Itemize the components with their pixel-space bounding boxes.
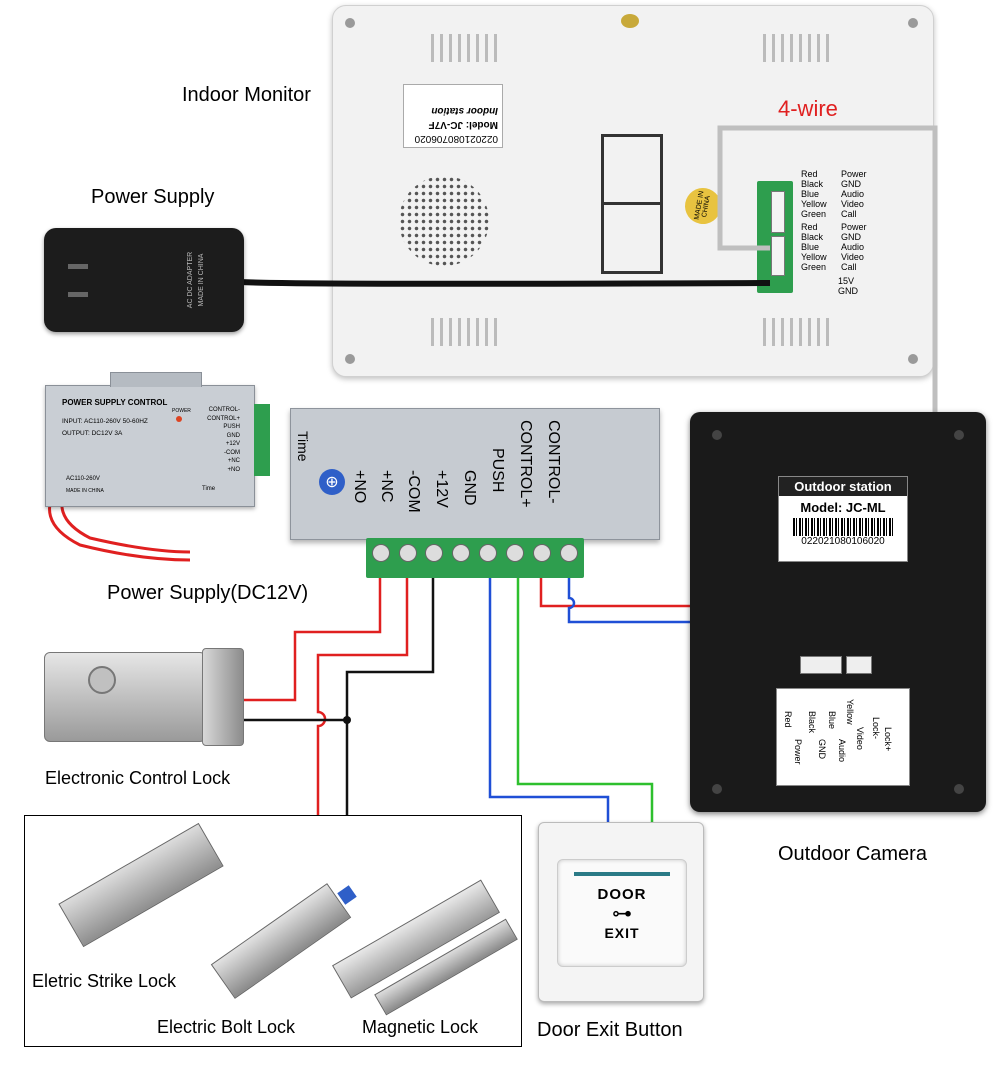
power-controller-module: Time ⊕	[290, 408, 660, 540]
plug-prong	[68, 264, 88, 269]
mount-bracket-divider	[601, 202, 663, 205]
outdoor-pin-legend: Red Power Black GND Blue Audio Yellow Vi…	[776, 688, 910, 786]
controller-terminal-labels: +NO +NC -COM +12V GND PUSH CONTROL+ CONT…	[351, 420, 562, 513]
controller-time: Time	[295, 431, 311, 462]
port-connector	[771, 191, 785, 233]
monitor-label: 022021080706020 Model: JC-V7F Indoor sta…	[403, 84, 503, 148]
exit-button-face[interactable]: DOOR ⊶ EXIT	[557, 859, 687, 967]
mount-hole	[712, 430, 722, 440]
vent-grille	[763, 34, 829, 62]
mount-hole	[954, 784, 964, 794]
exit-button-door-label: DOOR	[597, 886, 647, 903]
exit-button-strip	[574, 872, 670, 876]
monitor-model: Model: JC-V7F	[428, 119, 498, 130]
vent-grille	[763, 318, 829, 346]
psu-terminal-labels: CONTROL- CONTROL+ PUSH GND +12V -COM +NC…	[207, 407, 240, 473]
vent-grille	[431, 34, 497, 62]
four-wire-label: 4-wire	[778, 96, 838, 121]
wire-nc	[316, 578, 409, 815]
exit-button-exit-label: EXIT	[604, 925, 640, 941]
mount-hole	[621, 14, 639, 28]
controller-terminal-block	[366, 538, 584, 578]
mount-hole	[712, 784, 722, 794]
indoor-monitor-caption: Indoor Monitor	[182, 84, 311, 106]
lock-latch	[202, 648, 244, 746]
psu-terminal-block	[254, 404, 270, 476]
barcode	[793, 518, 893, 536]
psu-ac-range: AC110-260V	[66, 476, 100, 482]
monitor-station: Indoor station	[431, 105, 498, 116]
terminal-screw	[452, 544, 470, 562]
camera-connector	[846, 656, 872, 674]
door-exit-button-caption: Door Exit Button	[537, 1019, 683, 1041]
outdoor-camera: Outdoor station Model: JC-ML 02202108010…	[690, 412, 986, 812]
magnetic-lock-caption: Magnetic Lock	[362, 1017, 479, 1037]
psu-made-in: MADE IN CHINA	[66, 488, 104, 494]
terminal-screw	[560, 544, 578, 562]
door-exit-button: DOOR ⊶ EXIT	[538, 822, 704, 1002]
camera-connector	[800, 656, 842, 674]
power-supply-caption: Power Supply	[91, 186, 215, 208]
psu-title: POWER SUPPLY CONTROL	[62, 398, 168, 407]
psu-output: OUTPUT: DC12V 3A	[62, 430, 123, 437]
adjust-knob-icon: ⊕	[319, 469, 345, 495]
vent-grille	[431, 318, 497, 346]
wire-com	[345, 578, 435, 815]
key-icon: ⊶	[612, 903, 632, 925]
plug-prong	[68, 292, 88, 297]
mount-hole	[954, 430, 964, 440]
psu-time: Time	[202, 486, 216, 492]
power-port-legend: 15V GND	[838, 276, 858, 296]
screw-icon	[908, 18, 918, 28]
electric-strike-lock-caption: Eletric Strike Lock	[32, 971, 177, 991]
adapter-label: AC DC ADAPTER MADE IN CHINA	[187, 251, 205, 309]
monitor-serial: 022021080706020	[414, 133, 498, 144]
outdoor-serial: 022021080106020	[801, 536, 885, 547]
screw-icon	[345, 354, 355, 364]
lock-options-box	[24, 815, 522, 1047]
speaker-grille	[399, 176, 489, 266]
terminal-screw	[506, 544, 524, 562]
power-supply-dc12v-caption: Power Supply(DC12V)	[107, 582, 309, 604]
lock-body	[44, 652, 206, 742]
indoor-monitor: 022021080706020 Model: JC-V7F Indoor sta…	[332, 5, 934, 377]
psu-power-label: POWER	[172, 408, 191, 414]
outdoor-model: Model: JC-ML	[800, 500, 886, 515]
terminal-screw	[479, 544, 497, 562]
outdoor-label: Outdoor station Model: JC-ML 02202108010…	[778, 476, 908, 562]
made-in-china-sticker: MADE IN CHINA	[682, 185, 724, 227]
terminal-screw	[533, 544, 551, 562]
mount-tab	[110, 372, 202, 387]
psu-input: INPUT: AC110-260V 50-60HZ	[62, 418, 148, 425]
wire-push-exit	[516, 578, 654, 822]
screw-icon	[345, 18, 355, 28]
port-connector	[771, 236, 785, 276]
power-adapter: AC DC ADAPTER MADE IN CHINA	[44, 228, 244, 332]
junction-dot	[343, 716, 351, 724]
electronic-control-lock-caption: Electronic Control Lock	[45, 768, 231, 788]
outdoor-camera-caption: Outdoor Camera	[778, 843, 927, 865]
outdoor-station: Outdoor station	[779, 477, 907, 496]
terminal-screw	[399, 544, 417, 562]
electric-bolt-lock-caption: Electric Bolt Lock	[157, 1017, 296, 1037]
screw-icon	[908, 354, 918, 364]
lock-cylinder	[88, 666, 116, 694]
terminal-screw	[372, 544, 390, 562]
wire-gnd-exit	[488, 578, 610, 822]
terminal-screw	[425, 544, 443, 562]
power-led	[176, 416, 182, 422]
power-supply-control-box: POWER SUPPLY CONTROL INPUT: AC110-260V 5…	[45, 372, 270, 507]
electronic-control-lock	[44, 648, 244, 746]
